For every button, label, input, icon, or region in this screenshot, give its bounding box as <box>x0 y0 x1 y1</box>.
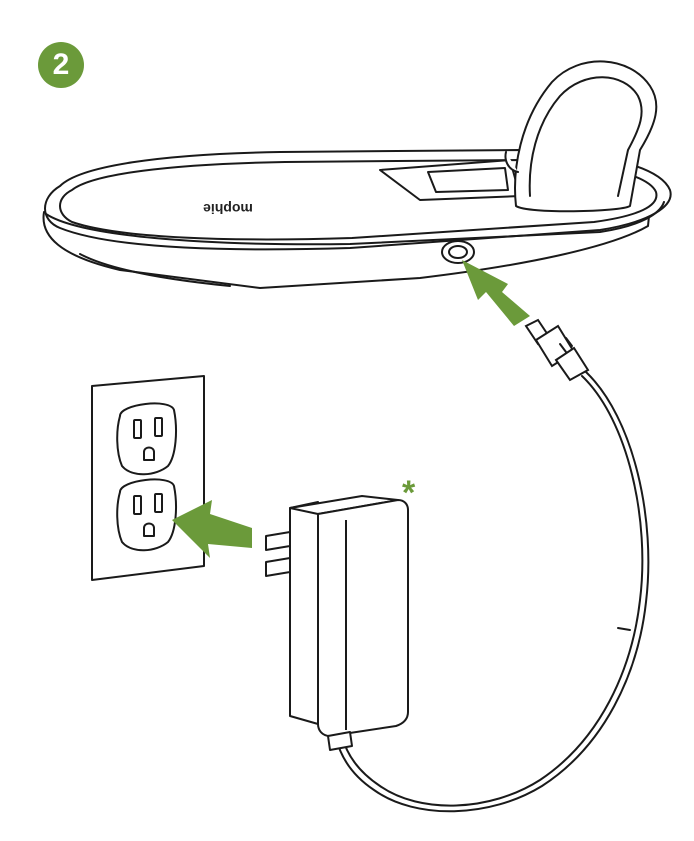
pad-base-foot <box>79 253 231 287</box>
barrel-plug <box>524 318 590 382</box>
pad-power-port <box>441 240 475 264</box>
stand-recess-inner <box>427 167 509 193</box>
wall-outlet-icon <box>91 375 205 581</box>
stand-back-tab <box>504 151 519 173</box>
arrow-to-pad-port <box>462 260 530 326</box>
pad-rim-lip <box>45 201 665 246</box>
adapter-front <box>317 499 409 737</box>
outlet-receptacle-top <box>116 402 177 476</box>
step-badge-circle <box>38 42 84 88</box>
step-number-label: 2 <box>52 48 70 81</box>
outlet-ground <box>143 522 155 537</box>
outlet-slot <box>154 493 163 513</box>
power-cable-icon <box>335 318 650 813</box>
adapter-side <box>289 501 319 725</box>
pad-power-port-inner <box>448 245 468 259</box>
adapter-strain-relief <box>327 731 353 751</box>
outlet-slot <box>133 495 142 515</box>
adapter-prong <box>265 531 291 551</box>
note-asterisk: * <box>402 474 416 512</box>
cable-line-outer <box>341 375 644 807</box>
charging-pad-icon <box>42 149 672 289</box>
power-adapter-icon <box>265 495 409 751</box>
cable-line-inner <box>335 371 650 813</box>
outlet-receptacle-bottom <box>116 478 177 552</box>
adapter-prong <box>265 557 291 577</box>
stand-inner-edge <box>528 76 643 197</box>
outlet-slot <box>133 419 142 439</box>
outlet-slot <box>154 417 163 437</box>
charging-stand-icon <box>504 60 658 213</box>
cable-tie <box>617 627 631 631</box>
pad-base-edge <box>42 205 651 289</box>
outlet-ground <box>143 446 155 461</box>
arrow-to-outlet <box>172 500 252 558</box>
pad-brand-label: mophie <box>203 201 253 217</box>
insert-arrow-icon <box>172 260 530 558</box>
pad-top-rim <box>59 159 658 241</box>
